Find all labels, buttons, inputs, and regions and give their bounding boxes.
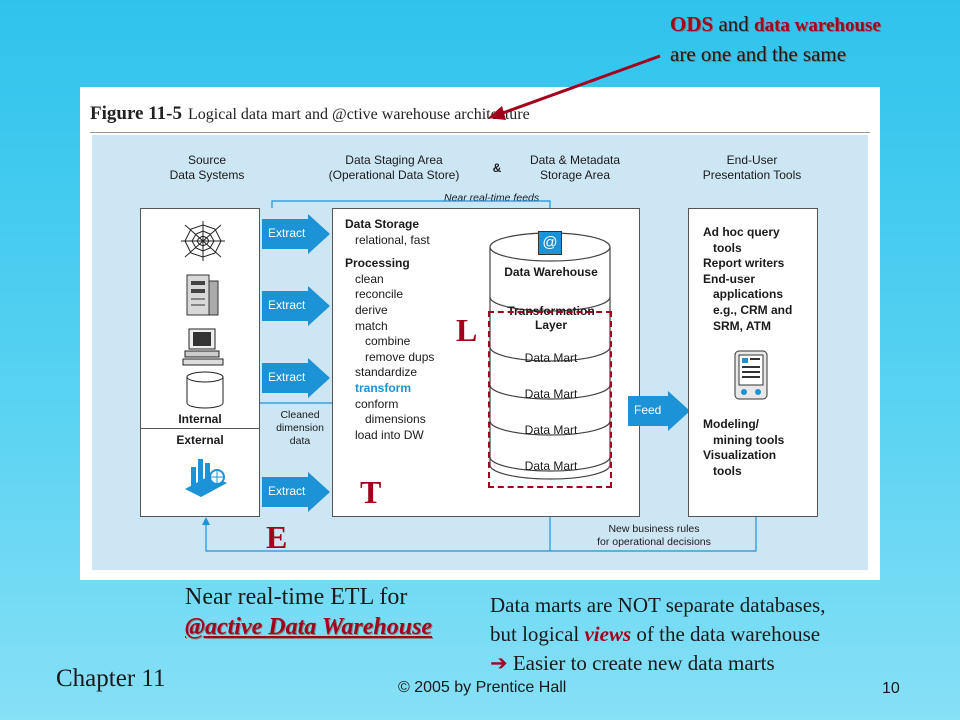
staging-line: relational, fast [345, 233, 434, 249]
cleaned-dimension-label: Cleaned dimension data [270, 409, 330, 448]
database-icon [185, 371, 225, 411]
staging-line: dimensions [345, 412, 434, 428]
annotation-dw-term: data warehouse [754, 15, 881, 36]
annotation-ods: ODS and data warehouse are one and the s… [670, 10, 881, 68]
figure-number: Figure 11-5 [90, 103, 182, 124]
enduser-tool-line: Visualization [703, 448, 784, 464]
enduser-tool-line: tools [703, 241, 792, 257]
letter-t: T [360, 474, 381, 511]
caption-right-line2-b: of the data warehouse [631, 622, 820, 646]
extract-arrow-1-label: Extract [268, 226, 305, 240]
extract-arrow-4-label: Extract [268, 484, 305, 498]
caption-left-line2: @active Data Warehouse [185, 612, 432, 642]
staging-line: standardize [345, 365, 434, 381]
staging-line: Processing [345, 256, 434, 272]
active-warehouse-badge: @ [538, 231, 562, 255]
figure-title-rule [90, 132, 870, 133]
extract-arrow-2: Extract [262, 291, 330, 321]
cleaned-line1: Cleaned [270, 409, 330, 422]
staging-line: derive [345, 303, 434, 319]
chapter-label: Chapter 11 [56, 665, 165, 693]
caption-left-line1: Near real-time ETL for [185, 582, 432, 612]
source-divider [141, 428, 259, 429]
staging-line: remove dups [345, 350, 434, 366]
copyright: © 2005 by Prentice Hall [398, 679, 566, 697]
source-internal-label: Internal [141, 412, 259, 428]
letter-e: E [266, 519, 287, 556]
figure-panel: Figure 11-5 Logical data mart and @ctive … [80, 87, 880, 580]
enduser-tool-line: Ad hoc query [703, 225, 792, 241]
caption-left: Near real-time ETL for @active Data Ware… [185, 582, 432, 642]
business-rules-label: New business rules for operational decis… [584, 523, 724, 549]
right-arrow-icon: ➔ [490, 651, 508, 675]
caption-right: Data marts are NOT separate databases, b… [490, 591, 825, 678]
external-chart-icon [181, 453, 231, 499]
annotation-ods-term: ODS [670, 12, 713, 36]
web-icon [179, 219, 227, 263]
staging-line: load into DW [345, 428, 434, 444]
logical-marts-highlight [488, 311, 612, 488]
staging-line [345, 248, 434, 256]
enduser-tool-line: Report writers [703, 256, 792, 272]
annotation-and: and [718, 12, 748, 36]
figure-caption: Logical data mart and @ctive warehouse a… [188, 106, 530, 123]
feed-arrow-label: Feed [634, 403, 661, 417]
figure-title: Figure 11-5 Logical data mart and @ctive … [90, 103, 530, 125]
extract-arrow-3-label: Extract [268, 370, 305, 384]
enduser-tool-line: SRM, ATM [703, 319, 792, 335]
caption-right-line3: ➔ Easier to create new data marts [490, 649, 825, 678]
enduser-tool-line: e.g., CRM and [703, 303, 792, 319]
staging-line: transform [345, 381, 434, 397]
source-external-label: External [141, 433, 259, 449]
staging-line: Data Storage [345, 217, 434, 233]
enduser-tool-line: mining tools [703, 433, 784, 449]
cleaned-line2: dimension [270, 422, 330, 435]
caption-right-views: views [584, 622, 631, 646]
business-rules-line1: New business rules [584, 523, 724, 536]
enduser-tool-line: tools [703, 464, 784, 480]
enduser-tool-line: End-user [703, 272, 792, 288]
staging-line: conform [345, 397, 434, 413]
extract-arrow-4: Extract [262, 477, 330, 507]
source-systems-box: Internal External [140, 208, 260, 517]
cylinder-top-label: Data Warehouse [488, 265, 614, 281]
computer-icon [181, 327, 225, 367]
extract-arrow-1: Extract [262, 219, 330, 249]
server-icon [185, 273, 221, 319]
enduser-tool-line: applications [703, 287, 792, 303]
feed-arrow: Feed [628, 396, 690, 426]
staging-line: clean [345, 272, 434, 288]
enduser-tool-line: Modeling/ [703, 417, 784, 433]
caption-right-line2: but logical views of the data warehouse [490, 620, 825, 649]
annotation-line2: are one and the same [670, 40, 881, 68]
business-rules-line2: for operational decisions [584, 536, 724, 549]
page-number: 10 [882, 680, 900, 698]
staging-line: combine [345, 334, 434, 350]
caption-right-line3-text: Easier to create new data marts [508, 651, 775, 675]
caption-right-line2-a: but logical [490, 622, 584, 646]
pda-icon [733, 349, 769, 401]
staging-line: reconcile [345, 287, 434, 303]
cleaned-line3: data [270, 435, 330, 448]
letter-l: L [456, 312, 477, 349]
extract-arrow-2-label: Extract [268, 298, 305, 312]
staging-line: match [345, 319, 434, 335]
caption-right-line1: Data marts are NOT separate databases, [490, 591, 825, 620]
extract-arrow-3: Extract [262, 363, 330, 393]
